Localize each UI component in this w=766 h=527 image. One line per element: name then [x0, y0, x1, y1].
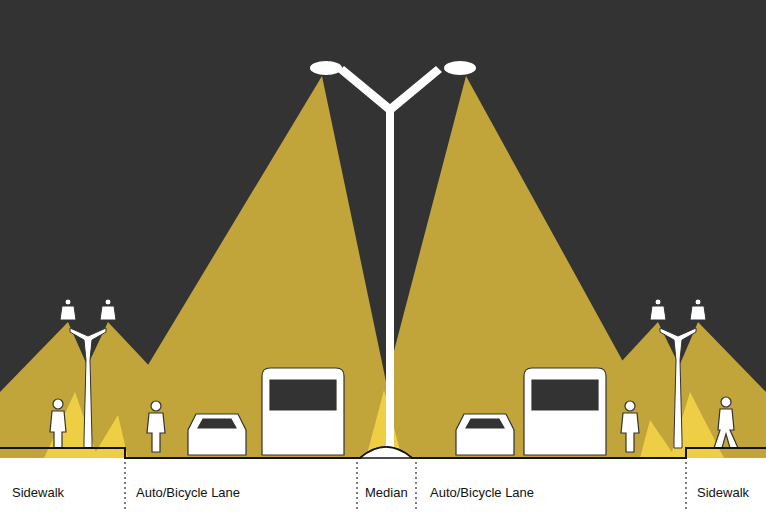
night-sky — [0, 0, 766, 458]
zone-label: Auto/Bicycle Lane — [136, 485, 240, 501]
zone-dividers — [125, 462, 686, 512]
zone-label: Sidewalk — [697, 485, 749, 501]
zone-label: Sidewalk — [12, 485, 64, 501]
zone-label: Auto/Bicycle Lane — [430, 485, 534, 501]
road-users — [50, 368, 738, 455]
ground-line — [0, 447, 766, 458]
median-curb — [360, 447, 412, 458]
overlap-glow — [44, 390, 724, 458]
zone-label: Median — [365, 485, 408, 501]
light-cones — [0, 76, 766, 458]
